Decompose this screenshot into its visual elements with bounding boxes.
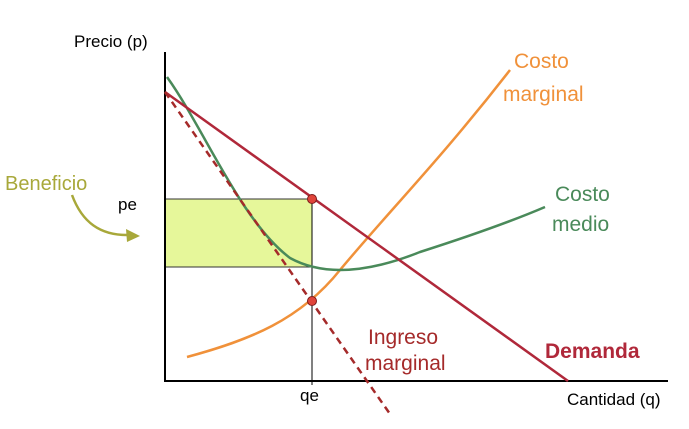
demand-line <box>164 90 569 383</box>
costo-marginal-label-line1: Costo <box>514 50 569 73</box>
demanda-label: Demanda <box>545 340 640 363</box>
costo-medio-label-line1: Costo <box>555 183 610 206</box>
ingreso-marginal-label-line2: marginal <box>365 352 446 375</box>
demand-price-point <box>307 194 317 204</box>
costo-marginal-label-line2: marginal <box>503 83 584 106</box>
x-axis-label: Cantidad (q) <box>567 390 661 409</box>
average-cost-curve <box>165 76 546 272</box>
mr-mc-intersection-point <box>307 296 317 306</box>
marginal-revenue-line <box>163 91 392 415</box>
marginal-cost-curve <box>186 69 511 359</box>
beneficio-arrowhead-icon <box>126 229 140 242</box>
ingreso-marginal-label-line1: Ingreso <box>368 326 438 349</box>
y-axis-label: Precio (p) <box>74 32 148 51</box>
beneficio-label: Beneficio <box>5 173 87 195</box>
quantity-equilibrium-label: qe <box>300 386 319 405</box>
beneficio-arrow <box>70 194 131 237</box>
costo-medio-label-line2: medio <box>552 213 609 236</box>
price-equilibrium-label: pe <box>118 195 137 214</box>
